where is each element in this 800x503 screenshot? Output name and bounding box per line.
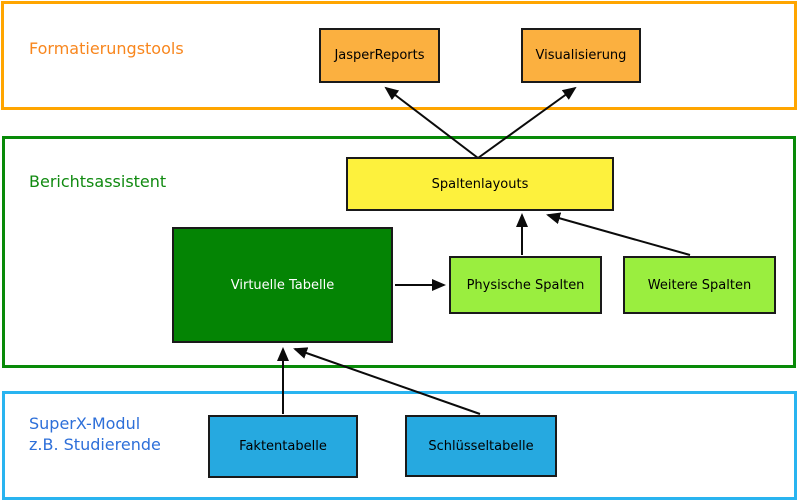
node-faktentabelle: Faktentabelle	[208, 415, 358, 478]
node-spaltenlayouts: Spaltenlayouts	[346, 157, 614, 211]
node-jasperreports-label: JasperReports	[334, 48, 425, 63]
node-jasperreports: JasperReports	[319, 28, 440, 83]
node-virtuelle-tabelle: Virtuelle Tabelle	[172, 227, 393, 343]
node-visualisierung-label: Visualisierung	[535, 48, 627, 63]
superx-label-line1: SuperX-Modul	[29, 414, 141, 433]
node-virtuelle-tabelle-label: Virtuelle Tabelle	[230, 277, 335, 293]
node-faktentabelle-label: Faktentabelle	[239, 439, 327, 454]
node-physische-spalten-label: Physische Spalten	[466, 277, 585, 293]
node-physische-spalten: Physische Spalten	[449, 256, 602, 314]
section-label-superx-modul: SuperX-Modul z.B. Studierende	[29, 413, 161, 455]
node-schluesseltabelle-label: Schlüsseltabelle	[428, 438, 534, 454]
node-schluesseltabelle: Schlüsseltabelle	[405, 415, 557, 477]
node-weitere-spalten-label: Weitere Spalten	[647, 277, 752, 293]
node-visualisierung: Visualisierung	[521, 28, 641, 83]
section-label-berichtsassistent: Berichtsassistent	[29, 172, 167, 191]
section-label-formatierungstools: Formatierungstools	[29, 39, 184, 58]
node-weitere-spalten: Weitere Spalten	[623, 256, 776, 314]
superx-label-line2: z.B. Studierende	[29, 435, 161, 454]
node-spaltenlayouts-label: Spaltenlayouts	[431, 176, 529, 192]
